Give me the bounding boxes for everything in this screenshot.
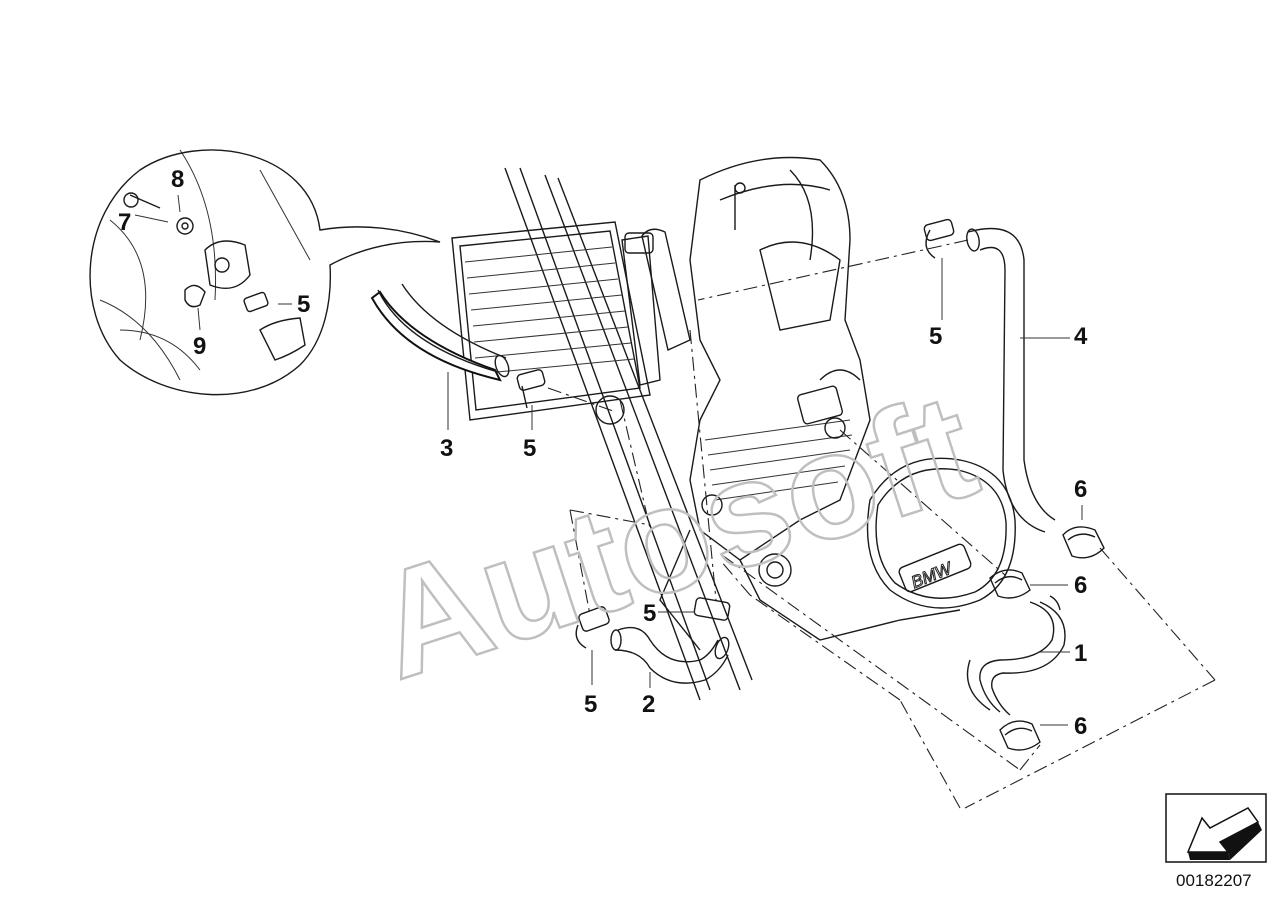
callouts: 8 7 5 9 3 5 5 4 6 6 1 6 5 5 2 xyxy=(118,166,1088,740)
callout-5-hose3: 5 xyxy=(523,435,536,462)
callout-5-hose2-left: 5 xyxy=(584,691,597,718)
callout-2: 2 xyxy=(642,691,655,718)
callout-1: 1 xyxy=(1074,640,1087,667)
arrow-icon xyxy=(1186,807,1262,860)
detail-inset xyxy=(89,149,441,396)
corner-arrow-box xyxy=(1165,793,1267,863)
callout-5-inset: 5 xyxy=(297,291,310,318)
callout-7: 7 xyxy=(118,209,131,236)
logo-lettering: BMW xyxy=(908,558,955,592)
engine-drawing: BMW xyxy=(451,156,1016,701)
callout-6-middle: 6 xyxy=(1074,572,1087,599)
callout-5-hose2-top: 5 xyxy=(643,600,656,627)
callout-6-top: 6 xyxy=(1074,476,1087,503)
callout-9: 9 xyxy=(193,333,206,360)
hoses xyxy=(370,218,1105,751)
callout-4: 4 xyxy=(1074,323,1088,350)
callout-6-bottom: 6 xyxy=(1074,713,1087,740)
watermark: Autosoft xyxy=(356,360,994,710)
callout-8: 8 xyxy=(171,166,184,193)
leader-lines xyxy=(447,239,1216,809)
callout-5-hose4: 5 xyxy=(929,323,942,350)
figure-number: 00182207 xyxy=(1176,871,1252,890)
callout-3: 3 xyxy=(440,435,453,462)
